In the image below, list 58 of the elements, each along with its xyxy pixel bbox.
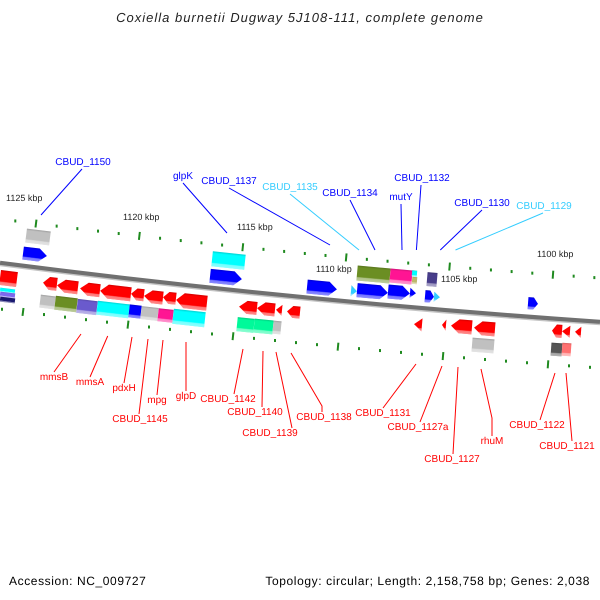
- leader-line: [290, 352, 322, 412]
- gene-label: rhuM: [480, 436, 504, 448]
- accession-text: Accession: NC_009727: [9, 574, 146, 588]
- gene-label: mmsB: [40, 372, 68, 384]
- gene-label: CBUD_1142: [200, 394, 256, 406]
- leader-line: [566, 372, 572, 442]
- leader-line: [350, 200, 376, 250]
- gene-label: CBUD_1135: [262, 182, 318, 194]
- gene-label: CBUD_1134: [322, 188, 378, 200]
- leader-line: [400, 204, 402, 250]
- genome-stats-text: Topology: circular; Length: 2,158,758 bp; Genes: 2,038: [265, 574, 590, 588]
- gene-label: CBUD_1127a: [388, 422, 448, 434]
- leader-line: [138, 338, 148, 414]
- scale-label: 1100 kbp: [537, 249, 574, 259]
- leader-line: [156, 340, 164, 396]
- leader-line: [290, 194, 360, 250]
- gene-label: CBUD_1137: [201, 176, 257, 188]
- scale-label: 1120 kbp: [123, 212, 160, 222]
- gene-label: CBUD_1132: [394, 173, 450, 185]
- leader-line: [420, 366, 442, 422]
- gene-label: CBUD_1127: [424, 454, 480, 466]
- diagram-title: Coxiella burnetii Dugway 5J108-111, complete genome: [116, 10, 484, 26]
- scale-label: 1115 kbp: [237, 222, 273, 232]
- leader-line: [54, 334, 82, 372]
- gene-label: pdxH: [112, 383, 136, 395]
- scale-label: 1125 kbp: [6, 193, 42, 203]
- leader-line: [182, 182, 228, 234]
- gene-label: CBUD_1145: [112, 414, 168, 426]
- leader-line: [416, 184, 422, 250]
- leader-line: [455, 212, 544, 250]
- gene-label: CBUD_1130: [454, 198, 510, 210]
- gene-label: CBUD_1122: [509, 420, 565, 432]
- gene-label: CBUD_1129: [516, 201, 572, 213]
- leader-line: [90, 336, 108, 378]
- gene-label: CBUD_1131: [355, 408, 411, 420]
- leader-line: [228, 188, 330, 246]
- gene-label: mmsA: [76, 377, 104, 389]
- leader-line: [540, 372, 556, 420]
- leader-line: [276, 352, 292, 428]
- leader-line: [234, 348, 244, 394]
- gene-label: CBUD_1139: [242, 428, 298, 440]
- gene-label: CBUD_1138: [296, 412, 352, 424]
- gene-label: mpg: [147, 395, 167, 407]
- scale-label: 1105 kbp: [441, 274, 478, 284]
- gene-label: glpK: [173, 171, 193, 183]
- gene-label: mutY: [389, 192, 413, 204]
- scale-label: 1110 kbp: [316, 264, 352, 274]
- gene-label: CBUD_1150: [55, 157, 111, 169]
- leader-line: [382, 364, 416, 408]
- leader-line: [40, 168, 82, 216]
- leader-line: [124, 336, 132, 384]
- leader-line: [452, 366, 458, 454]
- leader-line: [262, 350, 264, 408]
- gene-label: CBUD_1121: [539, 441, 595, 453]
- gene-label: CBUD_1140: [227, 407, 283, 419]
- leader-line: [480, 368, 492, 436]
- leader-line: [440, 210, 482, 250]
- gene-label: glpD: [176, 391, 196, 403]
